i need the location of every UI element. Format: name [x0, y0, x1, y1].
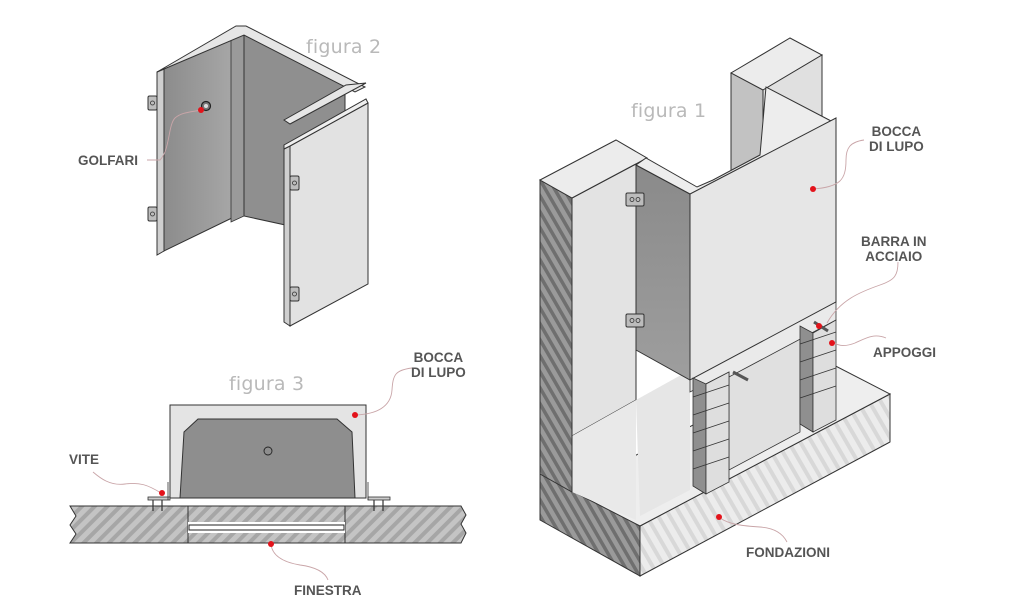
golfari-marker [198, 107, 204, 113]
fondazioni-marker [716, 514, 722, 520]
label-bocca-di-lupo-fig3: BOCCA DI LUPO [411, 350, 466, 380]
label-finestra: FINESTRA [294, 583, 362, 598]
figura-1-title: figura 1 [631, 100, 707, 122]
label-golfari: GOLFARI [78, 153, 138, 168]
barra-marker [816, 323, 822, 329]
label-bocca-line1: BOCCA [413, 350, 464, 365]
label-fondazioni: FONDAZIONI [746, 545, 830, 560]
label-barra-line1: BARRA IN [861, 234, 927, 249]
figura-3-title: figura 3 [229, 373, 305, 395]
figura-1-drawing [538, 37, 899, 577]
appoggi-marker [829, 340, 835, 346]
label-bocca-line2: DI LUPO [411, 365, 466, 380]
label-barra-in-acciaio: BARRA IN ACCIAIO [861, 234, 927, 264]
label-bocca-line2: DI LUPO [869, 139, 924, 154]
label-bocca-line1: BOCCA [871, 124, 922, 139]
left-brick-pier [692, 371, 730, 495]
figura-3-drawing [69, 367, 467, 581]
bocca-fig3-marker [352, 412, 358, 418]
label-appoggi: APPOGGI [873, 345, 937, 360]
label-bocca-di-lupo-fig1: BOCCA DI LUPO [869, 124, 924, 154]
figura-2-title: figura 2 [306, 36, 382, 58]
finestra-marker [268, 541, 274, 547]
label-vite: VITE [69, 452, 100, 467]
figura-2-drawing [147, 25, 369, 327]
vite-marker [159, 490, 165, 496]
right-brick-pier [799, 319, 837, 433]
label-barra-line2: ACCIAIO [865, 249, 923, 264]
bocca-fig1-marker [810, 186, 816, 192]
